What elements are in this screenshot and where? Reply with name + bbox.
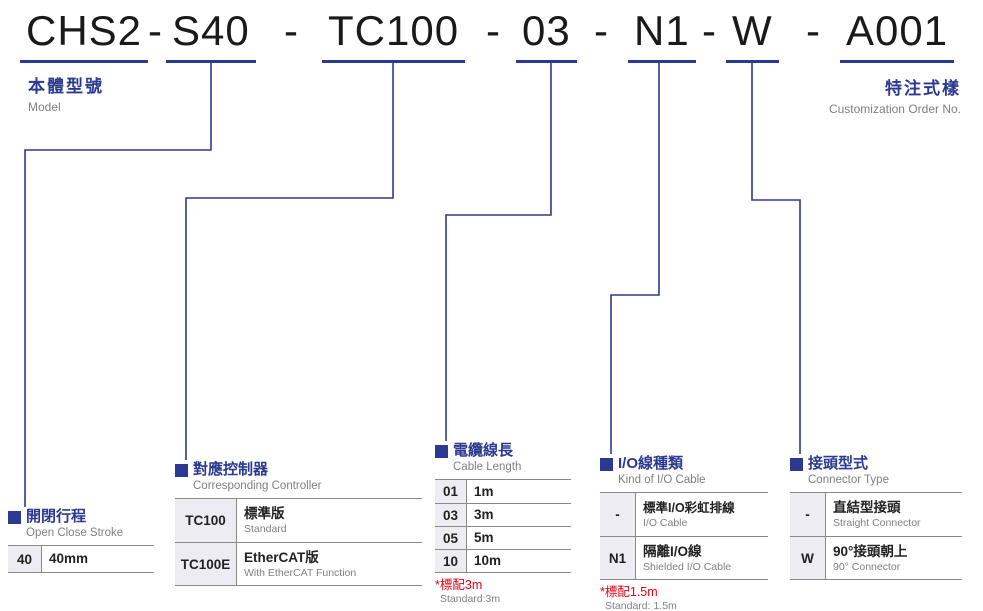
- model-segment-controller: TC100: [322, 6, 466, 63]
- section-title-en: Open Close Stroke: [26, 527, 124, 539]
- stroke-section: 開閉行程 Open Close Stroke 40 40mm: [8, 509, 154, 573]
- value-cell: 5m: [474, 530, 494, 545]
- table-row: 40 40mm: [8, 546, 154, 572]
- section-title-en: Kind of I/O Cable: [618, 474, 706, 486]
- table-row: 03 3m: [435, 503, 571, 526]
- table-row: - 標準I/O彩虹排線 I/O Cable: [600, 493, 768, 536]
- bullet-icon: [8, 510, 21, 524]
- section-title: 電纜線長: [435, 443, 571, 459]
- bullet-icon: [435, 444, 448, 458]
- bullet-icon: [600, 457, 613, 471]
- connector-type-section: 接頭型式 Connector Type - 直結型接頭 Straight Con…: [790, 456, 962, 580]
- section-title-en: Cable Length: [453, 461, 522, 473]
- section-title: 接頭型式: [790, 456, 962, 472]
- model-segment-io: N1: [628, 6, 696, 63]
- model-segment-cable: 03: [516, 6, 577, 63]
- section-title: 對應控制器: [175, 462, 422, 478]
- section-title-zh: 電纜線長: [453, 442, 514, 459]
- model-segment-stroke: S40: [166, 6, 256, 63]
- model-segment-connector: W: [726, 6, 779, 63]
- line-connector-type: [751, 62, 801, 454]
- cable-length-section: 電纜線長 Cable Length 01 1m 03 3m 05 5m 10 1…: [435, 443, 571, 605]
- table-row: 10 10m: [435, 549, 571, 572]
- code-cell: -: [600, 493, 636, 536]
- table-row: TC100E EtherCAT版 With EtherCAT Function: [175, 542, 422, 585]
- standard-note-zh: *標配3m: [435, 578, 483, 592]
- section-title-zh: 對應控制器: [193, 461, 269, 478]
- line-controller: [185, 62, 394, 460]
- section-title-zh: I/O線種類: [618, 455, 684, 472]
- model-separator: -: [702, 7, 716, 54]
- value-cell: 1m: [474, 483, 494, 499]
- table-row: 01 1m: [435, 480, 571, 503]
- bullet-icon: [790, 457, 803, 471]
- code-cell: W: [790, 537, 826, 579]
- code-cell: N1: [600, 537, 636, 579]
- value-cell: 隔離I/O線 Shielded I/O Cable: [643, 543, 732, 573]
- model-segment-body: CHS2: [20, 6, 149, 63]
- table-row: TC100 標準版 Standard: [175, 499, 422, 542]
- section-title-zh: 接頭型式: [808, 455, 869, 472]
- value-cell: 40mm: [49, 551, 89, 566]
- section-title: I/O線種類: [600, 456, 768, 472]
- table-row: N1 隔離I/O線 Shielded I/O Cable: [600, 536, 768, 579]
- model-separator: -: [594, 7, 608, 54]
- value-cell: 10m: [474, 553, 502, 568]
- customization-label: 特注式樣 Customization Order No.: [829, 74, 961, 116]
- section-title: 開閉行程: [8, 509, 154, 525]
- line-cable-length: [445, 62, 552, 441]
- model-separator: -: [284, 7, 298, 54]
- value-cell: 標準I/O彩虹排線 I/O Cable: [643, 501, 735, 529]
- model-label-zh: 本體型號: [28, 77, 104, 96]
- connector-type-table: - 直結型接頭 Straight Connector W 90°接頭朝上 90°…: [790, 492, 962, 580]
- io-cable-section: I/O線種類 Kind of I/O Cable - 標準I/O彩虹排線 I/O…: [600, 456, 768, 611]
- code-cell: -: [790, 493, 826, 536]
- table-row: W 90°接頭朝上 90° Connector: [790, 536, 962, 579]
- model-separator: -: [486, 7, 500, 54]
- model-separator: -: [148, 7, 162, 54]
- model-label: 本體型號 Model: [28, 72, 104, 114]
- bullet-icon: [175, 463, 188, 477]
- code-cell: 05: [435, 527, 467, 549]
- cable-length-table: 01 1m 03 3m 05 5m 10 10m: [435, 479, 571, 573]
- value-cell: 標準版 Standard: [244, 506, 287, 535]
- code-cell: 01: [435, 480, 467, 503]
- code-cell: TC100: [175, 499, 237, 542]
- model-label-en: Model: [28, 100, 61, 114]
- code-cell: TC100E: [175, 543, 237, 585]
- code-cell: 10: [435, 550, 467, 572]
- standard-note-en: Standard:3m: [440, 593, 501, 605]
- standard-note-zh: *標配1.5m: [600, 585, 658, 599]
- line-stroke: [24, 62, 212, 507]
- value-cell: 直結型接頭 Straight Connector: [833, 500, 921, 529]
- value-cell: 3m: [474, 507, 494, 522]
- controller-table: TC100 標準版 Standard TC100E EtherCAT版 With…: [175, 498, 422, 586]
- stroke-table: 40 40mm: [8, 545, 154, 573]
- code-cell: 03: [435, 504, 467, 526]
- model-segment-custom: A001: [840, 6, 955, 63]
- code-cell: 40: [8, 546, 42, 572]
- customization-label-en: Customization Order No.: [828, 102, 961, 116]
- customization-label-zh: 特注式樣: [885, 79, 961, 98]
- value-cell: EtherCAT版 With EtherCAT Function: [244, 549, 357, 579]
- section-title-en: Connector Type: [808, 474, 889, 486]
- value-cell: 90°接頭朝上 90° Connector: [833, 543, 908, 573]
- model-separator: -: [806, 7, 820, 54]
- controller-section: 對應控制器 Corresponding Controller TC100 標準版…: [175, 462, 422, 586]
- standard-note-en: Standard: 1.5m: [605, 600, 677, 611]
- table-row: - 直結型接頭 Straight Connector: [790, 493, 962, 536]
- io-cable-table: - 標準I/O彩虹排線 I/O Cable N1 隔離I/O線 Shielded…: [600, 492, 768, 580]
- line-io-cable: [610, 62, 660, 454]
- section-title-en: Corresponding Controller: [193, 480, 322, 492]
- table-row: 05 5m: [435, 526, 571, 549]
- section-title-zh: 開閉行程: [26, 508, 87, 525]
